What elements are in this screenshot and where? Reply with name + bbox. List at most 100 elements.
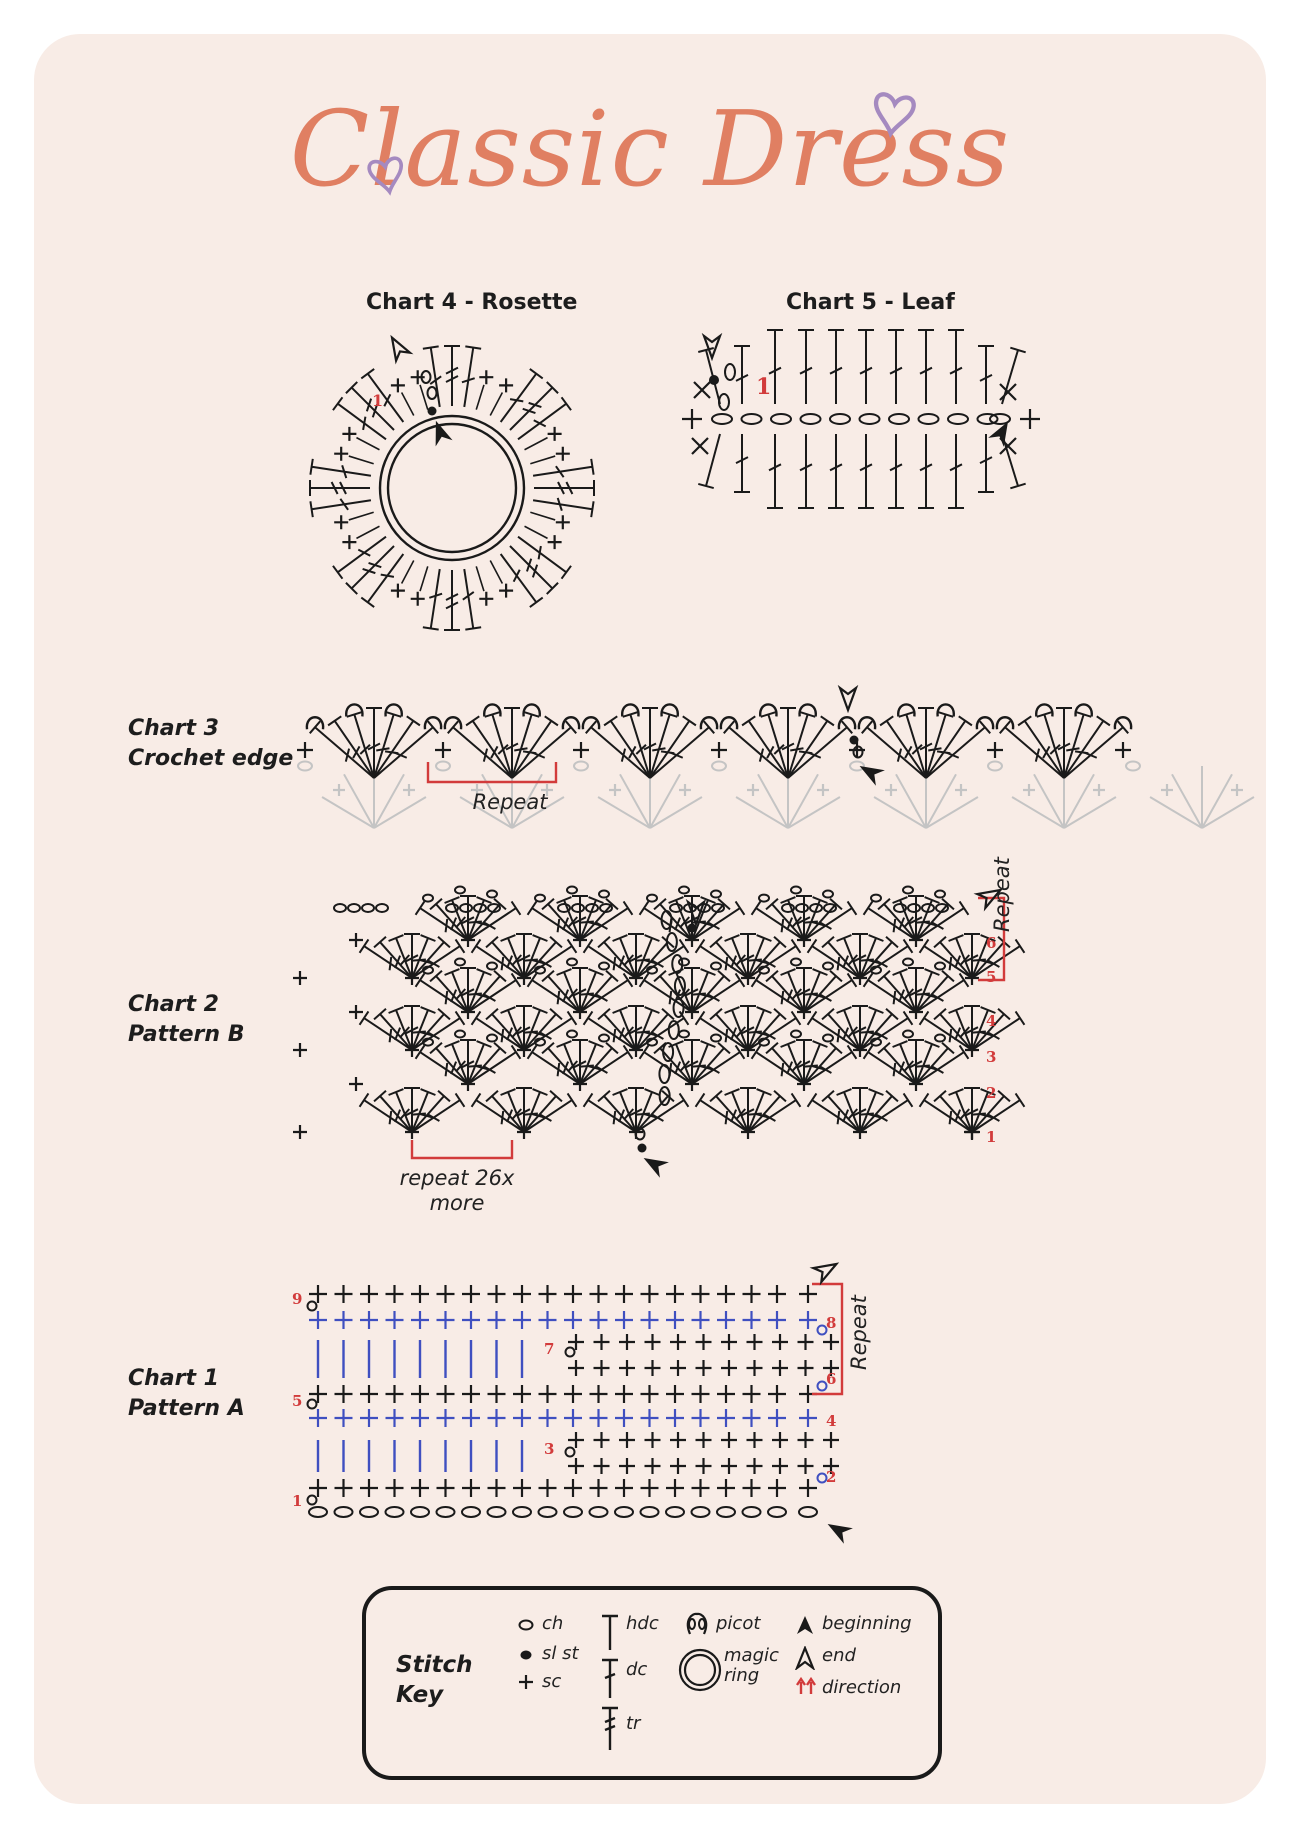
- pattern-b-chart: [293, 885, 1026, 1178]
- ch-stitch: [598, 1033, 610, 1043]
- dc-stitch: [635, 938, 690, 979]
- ch-stitch: [935, 903, 949, 913]
- dc-stitch: [964, 1005, 980, 1050]
- dc-stitch: [971, 1010, 1026, 1051]
- sc-stitch: [670, 1432, 686, 1448]
- ch-stitch: [306, 1300, 318, 1312]
- dc-stitch: [556, 1040, 581, 1085]
- ghost-stitch: [1063, 796, 1117, 829]
- sc-stitch: [717, 1285, 735, 1303]
- sc-stitch: [853, 1043, 867, 1057]
- dc-stitch: [918, 707, 934, 778]
- ch-stitch: [716, 1506, 736, 1518]
- dc-stitch: [918, 434, 934, 509]
- dc-stitch: [511, 720, 577, 779]
- dc-stitch: [579, 972, 634, 1013]
- sc-stitch: [487, 1385, 506, 1403]
- ch-stitch: [410, 1506, 430, 1518]
- ghost-stitch: [1149, 796, 1203, 829]
- dc-stitch: [447, 720, 513, 779]
- dc-stitch: [465, 715, 513, 779]
- dc-stitch: [859, 1010, 914, 1051]
- sc-stitch: [619, 1360, 635, 1376]
- sc-stitch: [517, 971, 531, 985]
- dc-stitch: [787, 711, 816, 779]
- dc-stitch: [411, 934, 436, 979]
- slst-stitch: [637, 1143, 647, 1153]
- dc-stitch: [859, 938, 914, 979]
- sc-stitch: [573, 742, 589, 758]
- sc-stitch: [487, 1285, 506, 1303]
- sc-stitch: [487, 1409, 506, 1427]
- dc-stitch: [747, 1010, 802, 1051]
- dc-stitch: [628, 1005, 644, 1050]
- ghost-stitch: [925, 796, 979, 829]
- sc-stitch: [619, 1432, 635, 1448]
- dc-stitch: [332, 535, 387, 580]
- ghost-sc-stitch: [1231, 784, 1243, 796]
- sc-stitch: [666, 1409, 684, 1427]
- ch-stitch: [566, 885, 578, 895]
- sc-stitch: [538, 1409, 557, 1427]
- dc-stitch: [467, 1044, 522, 1085]
- picot-stitch: [423, 716, 443, 730]
- dc-stitch: [523, 934, 548, 979]
- dc-stitch: [852, 933, 868, 978]
- dc-stitch: [1063, 715, 1111, 779]
- dc-stitch: [470, 1092, 525, 1133]
- dc-stitch: [523, 1088, 548, 1133]
- pattern-a-chart: [306, 1262, 853, 1544]
- sc-stitch: [568, 1432, 584, 1448]
- sc-stitch: [615, 1479, 633, 1497]
- dc-stitch: [516, 1005, 532, 1050]
- dc-stitch: [1017, 715, 1065, 779]
- sc-stitch: [573, 933, 587, 947]
- dc-stitch: [461, 345, 482, 408]
- dc-stitch: [582, 1092, 637, 1133]
- stitch-line: [356, 525, 380, 540]
- slst-stitch: [427, 406, 437, 416]
- sc-stitch: [615, 1409, 633, 1427]
- sc-stitch: [360, 1385, 378, 1403]
- ch-stitch: [917, 413, 940, 425]
- dc-stitch: [767, 434, 783, 509]
- sc-stitch: [746, 1458, 763, 1474]
- dc-stitch: [780, 707, 796, 778]
- ghost-ch-stitch: [573, 760, 589, 772]
- sc-stitch: [999, 383, 1017, 401]
- sc-stitch: [538, 1311, 557, 1329]
- sc-stitch: [589, 1479, 608, 1497]
- sc-stitch: [334, 1479, 353, 1497]
- dc-stitch: [741, 715, 789, 779]
- dc-stitch: [918, 938, 973, 979]
- sc-stitch: [517, 1125, 531, 1139]
- picot-stitch: [561, 716, 581, 730]
- end-arrow-icon: [685, 898, 707, 928]
- dc-stitch: [332, 396, 387, 441]
- sc-stitch: [593, 1334, 610, 1350]
- ghost-ch-stitch: [711, 760, 727, 772]
- ch-stitch: [934, 889, 946, 899]
- ch-stitch: [564, 1446, 576, 1458]
- beginning-arrow-icon: [827, 1524, 853, 1544]
- sc-stitch: [513, 1285, 531, 1303]
- ch-stitch: [921, 903, 935, 913]
- dc-stitch: [460, 967, 476, 1012]
- ch-stitch: [710, 961, 722, 971]
- key-magic-label: magic: [724, 1645, 779, 1666]
- ch-stitch: [646, 893, 658, 903]
- dc-stitch: [467, 1040, 492, 1085]
- ch-stitch: [790, 1029, 802, 1039]
- sc-stitch: [436, 1385, 455, 1403]
- dc-stitch: [915, 968, 940, 1013]
- repeat-more-text: more: [429, 1191, 485, 1215]
- key-picot-label: picot: [716, 1613, 761, 1634]
- dc-stitch: [556, 896, 581, 941]
- sc-stitch: [517, 1043, 531, 1057]
- dc-stitch: [444, 1040, 469, 1085]
- sc-stitch: [799, 1409, 817, 1427]
- sc-stitch: [411, 1285, 429, 1303]
- ch-stitch: [571, 903, 585, 913]
- ghost-stitch: [1171, 773, 1203, 829]
- edge-repeat-bracket: [426, 762, 558, 784]
